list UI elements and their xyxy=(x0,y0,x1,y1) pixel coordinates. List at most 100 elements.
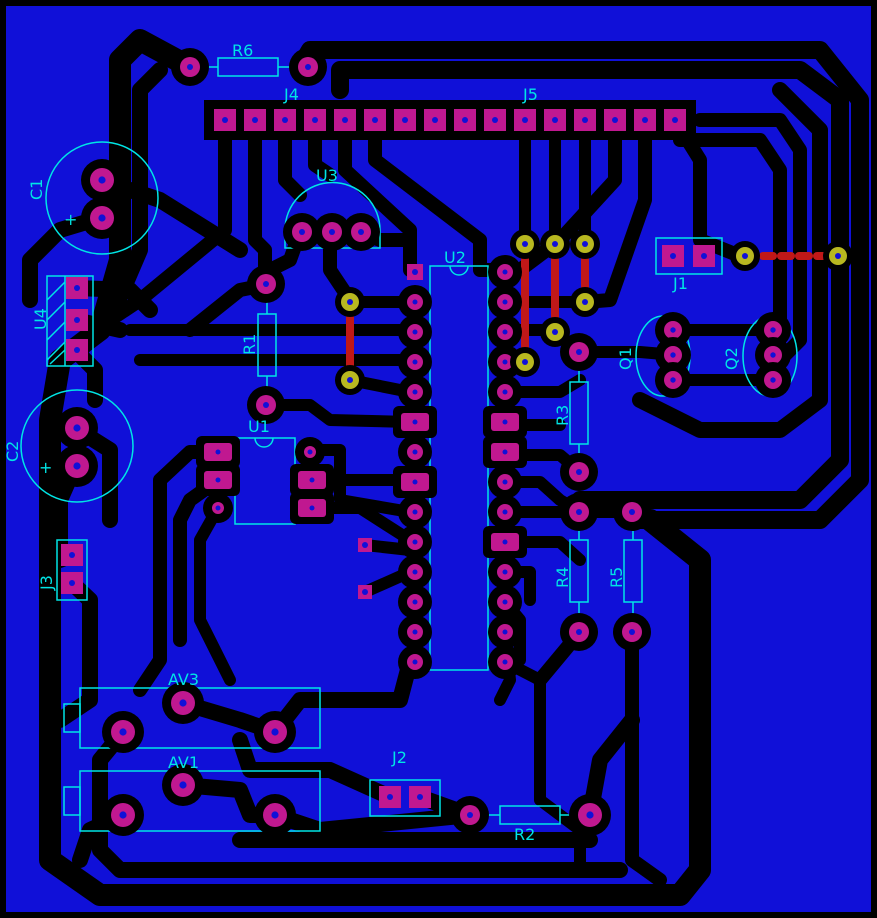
u2-pin xyxy=(398,345,432,379)
j5-pin xyxy=(634,109,656,131)
r4-pad xyxy=(560,613,598,651)
c1-pad xyxy=(81,197,123,239)
av1-pad xyxy=(162,764,204,806)
label-r3: R3 xyxy=(553,405,572,426)
label-q2: Q2 xyxy=(722,347,741,370)
label-r4: R4 xyxy=(553,567,572,588)
u2-pin xyxy=(398,375,432,409)
u2-pin xyxy=(398,645,432,679)
u1-pin xyxy=(295,437,325,467)
u2-pin xyxy=(398,585,432,619)
u4-pad xyxy=(66,309,88,331)
j3-pad xyxy=(61,544,83,566)
via-pad xyxy=(540,317,570,347)
u3-pad xyxy=(283,213,321,251)
c1-pad xyxy=(81,159,123,201)
u2-pin xyxy=(488,255,522,289)
r3-pad xyxy=(560,453,598,491)
c2-pad xyxy=(56,407,98,449)
u2-pin xyxy=(488,585,522,619)
c2-pad xyxy=(56,445,98,487)
r4-pad xyxy=(560,493,598,531)
label-j4: J4 xyxy=(283,85,299,104)
test-pad xyxy=(358,585,372,599)
copper-pour xyxy=(6,6,871,912)
label-c1-plus: + xyxy=(64,210,77,229)
u1-pin xyxy=(196,436,240,468)
u2-pin xyxy=(393,466,437,498)
u2-pin xyxy=(488,465,522,499)
u2-pin xyxy=(488,495,522,529)
label-av3: AV3 xyxy=(168,670,199,689)
q1-pad xyxy=(655,362,691,398)
r6-pad xyxy=(289,48,327,86)
via-pad xyxy=(510,347,540,377)
label-j1: J1 xyxy=(672,274,688,293)
q2-pad xyxy=(755,312,791,348)
label-j2: J2 xyxy=(391,748,407,767)
label-c2-plus: + xyxy=(39,458,52,477)
u3-pad xyxy=(313,213,351,251)
u2-pin xyxy=(483,406,527,438)
u1-pin xyxy=(290,464,334,496)
u2-pin xyxy=(488,375,522,409)
u2-pin xyxy=(398,555,432,589)
j4-pin xyxy=(364,109,386,131)
via-pad xyxy=(335,365,365,395)
u2-pin xyxy=(488,615,522,649)
label-j5: J5 xyxy=(522,85,538,104)
j5-pin xyxy=(424,109,446,131)
q1-pad xyxy=(655,337,691,373)
label-r1: R1 xyxy=(240,334,259,355)
j2-outline xyxy=(369,779,441,817)
j4-pin xyxy=(304,109,326,131)
av3-pad xyxy=(102,711,144,753)
via-pad xyxy=(730,241,760,271)
u4-pad xyxy=(66,339,88,361)
j5-pin xyxy=(664,109,686,131)
label-r6: R6 xyxy=(232,41,253,60)
u2-pin xyxy=(398,615,432,649)
u3-pad xyxy=(342,213,380,251)
j3-pad xyxy=(61,572,83,594)
j5-pin xyxy=(574,109,596,131)
q2-pad xyxy=(755,337,791,373)
label-c2: C2 xyxy=(3,441,22,462)
u3-outline xyxy=(284,181,381,249)
label-c1: C1 xyxy=(27,179,46,200)
av3-pad xyxy=(254,711,296,753)
r5-pad xyxy=(613,613,651,651)
label-q1: Q1 xyxy=(616,347,635,370)
av1-pad xyxy=(254,794,296,836)
u2-pin xyxy=(483,526,527,558)
j1-pad xyxy=(662,245,684,267)
q2-pad xyxy=(755,362,791,398)
test-pad xyxy=(358,538,372,552)
u2-pin xyxy=(483,436,527,468)
j5-pin xyxy=(484,109,506,131)
j5-pin xyxy=(544,109,566,131)
u4-outline xyxy=(46,275,94,367)
j1-outline xyxy=(655,237,723,275)
label-r2: R2 xyxy=(514,825,535,844)
r1-pad xyxy=(247,386,285,424)
j5-pin xyxy=(454,109,476,131)
label-j3: J3 xyxy=(37,575,56,591)
label-u2: U2 xyxy=(444,248,466,267)
r2-pad xyxy=(451,796,489,834)
u2-pin xyxy=(398,315,432,349)
q1-pad xyxy=(655,312,691,348)
u2-pin xyxy=(488,645,522,679)
via-pad xyxy=(540,229,570,259)
label-r5: R5 xyxy=(607,567,626,588)
j4-pin xyxy=(274,109,296,131)
c2-outline xyxy=(20,389,134,503)
u2-pin xyxy=(488,555,522,589)
label-layer: R6 J4 J5 C1 + U3 U2 J1 U4 R1 Q1 Q2 R3 C2… xyxy=(3,41,741,844)
u2-pin xyxy=(398,495,432,529)
u4-pad xyxy=(66,277,88,299)
u1-pin xyxy=(203,493,233,523)
r2-pad xyxy=(569,794,611,836)
